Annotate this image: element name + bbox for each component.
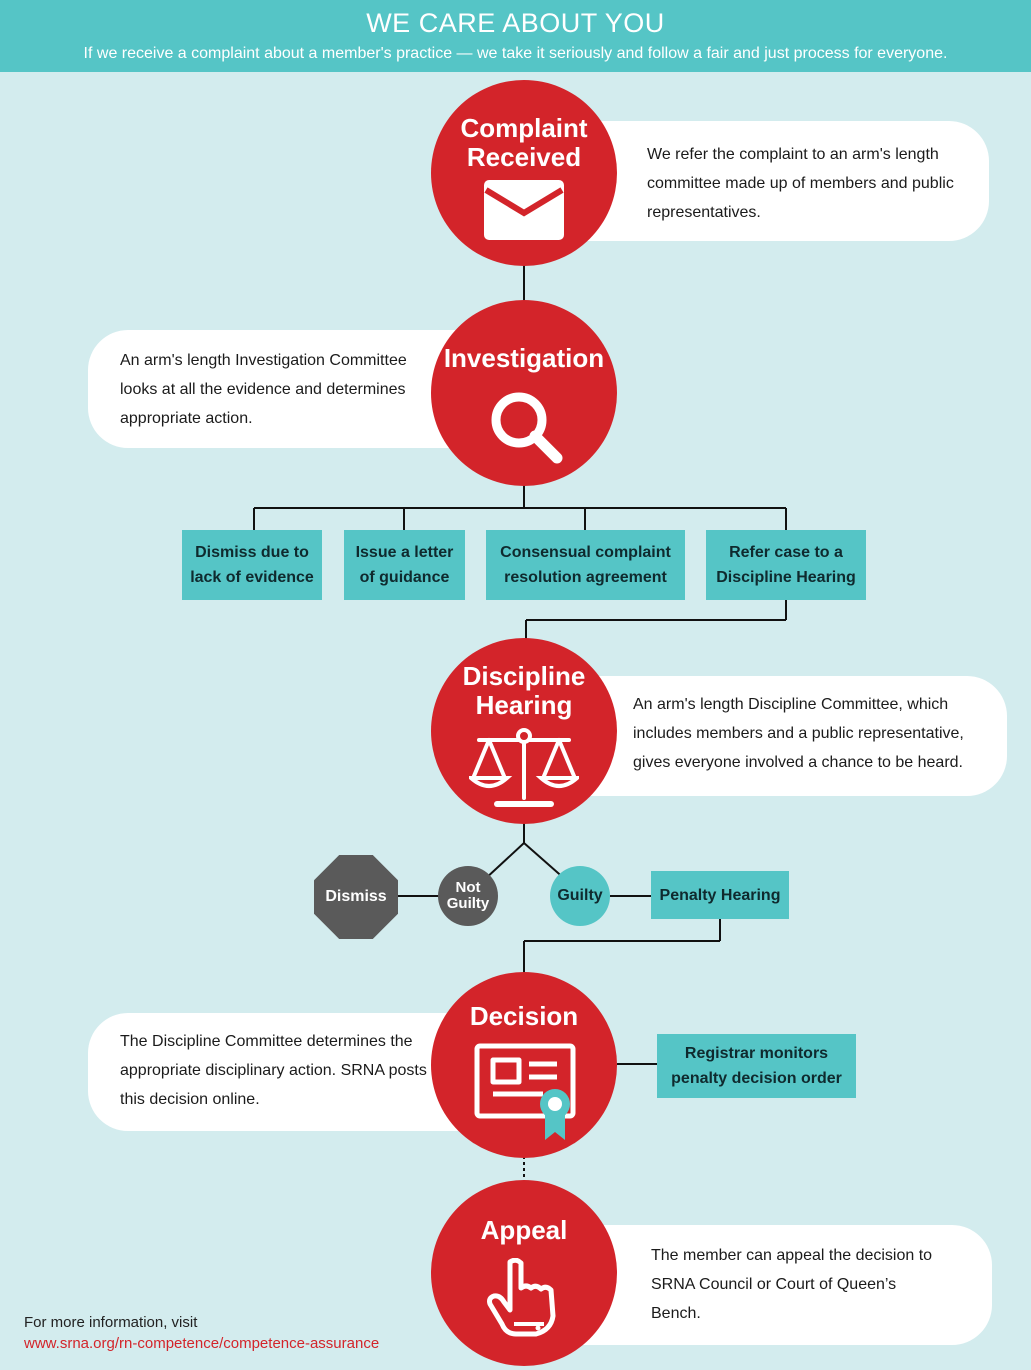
outcome-letter-of-guidance: Issue a letter of guidance [344, 530, 465, 600]
outcome-dismiss-lack-of-evidence: Dismiss due to lack of evidence [182, 530, 322, 600]
hearing-description-card: An arm's length Discipline Committee, wh… [560, 676, 1007, 796]
decision-description: The Discipline Committee determines the … [120, 1033, 427, 1108]
footer-link[interactable]: www.srna.org/rn-competence/competence-as… [24, 1335, 380, 1352]
decision-title: Decision [469, 1001, 579, 1031]
appeal-circle: Appeal [431, 1180, 617, 1366]
registrar-monitors-box: Registrar monitors penalty decision orde… [657, 1034, 856, 1098]
page-title: WE CARE ABOUT YOU [366, 8, 665, 38]
page-subtitle: If we receive a complaint about a member… [83, 45, 948, 62]
not-guilty-circle: Not Guilty [438, 866, 498, 926]
certificate-icon [474, 1043, 576, 1140]
investigation-title: Investigation [443, 343, 605, 373]
complaint-description-card: We refer the complaint to an arm's lengt… [560, 121, 989, 241]
pointing-hand-icon [487, 1258, 556, 1337]
guilty-circle: Guilty [550, 866, 610, 926]
appeal-title: Appeal [480, 1215, 568, 1245]
investigation-description-card: An arm's length Investigation Committee … [88, 330, 488, 448]
scales-icon [469, 728, 579, 807]
penalty-hearing-box: Penalty Hearing [651, 871, 789, 919]
investigation-description: An arm's length Investigation Committee … [120, 352, 407, 427]
hearing-description: An arm's length Discipline Committee, wh… [633, 696, 964, 771]
complaint-description: We refer the complaint to an arm's lengt… [647, 146, 954, 221]
appeal-description-card: The member can appeal the decision to SR… [560, 1225, 992, 1345]
discipline-hearing-circle: Discipline Hearing [431, 638, 617, 824]
outcome-refer-to-hearing: Refer case to a Discipline Hearing [706, 530, 866, 600]
decision-description-card: The Discipline Committee determines the … [88, 1013, 488, 1131]
appeal-description: The member can appeal the decision to SR… [651, 1247, 933, 1322]
outcome-consensual-resolution: Consensual complaint resolution agreemen… [486, 530, 685, 600]
complaint-received-circle: Complaint Received [431, 80, 617, 266]
complaint-received-title: Complaint Received [460, 113, 588, 172]
discipline-hearing-title: Discipline Hearing [462, 661, 586, 720]
decision-circle: Decision [431, 972, 617, 1158]
envelope-icon [484, 180, 564, 240]
investigation-circle: Investigation [431, 300, 617, 486]
footer-label: For more information, visit [24, 1314, 198, 1331]
dismiss-octagon: Dismiss [314, 855, 398, 939]
header-banner: WE CARE ABOUT YOU If we receive a compla… [0, 0, 1031, 72]
magnifier-icon [491, 392, 563, 464]
